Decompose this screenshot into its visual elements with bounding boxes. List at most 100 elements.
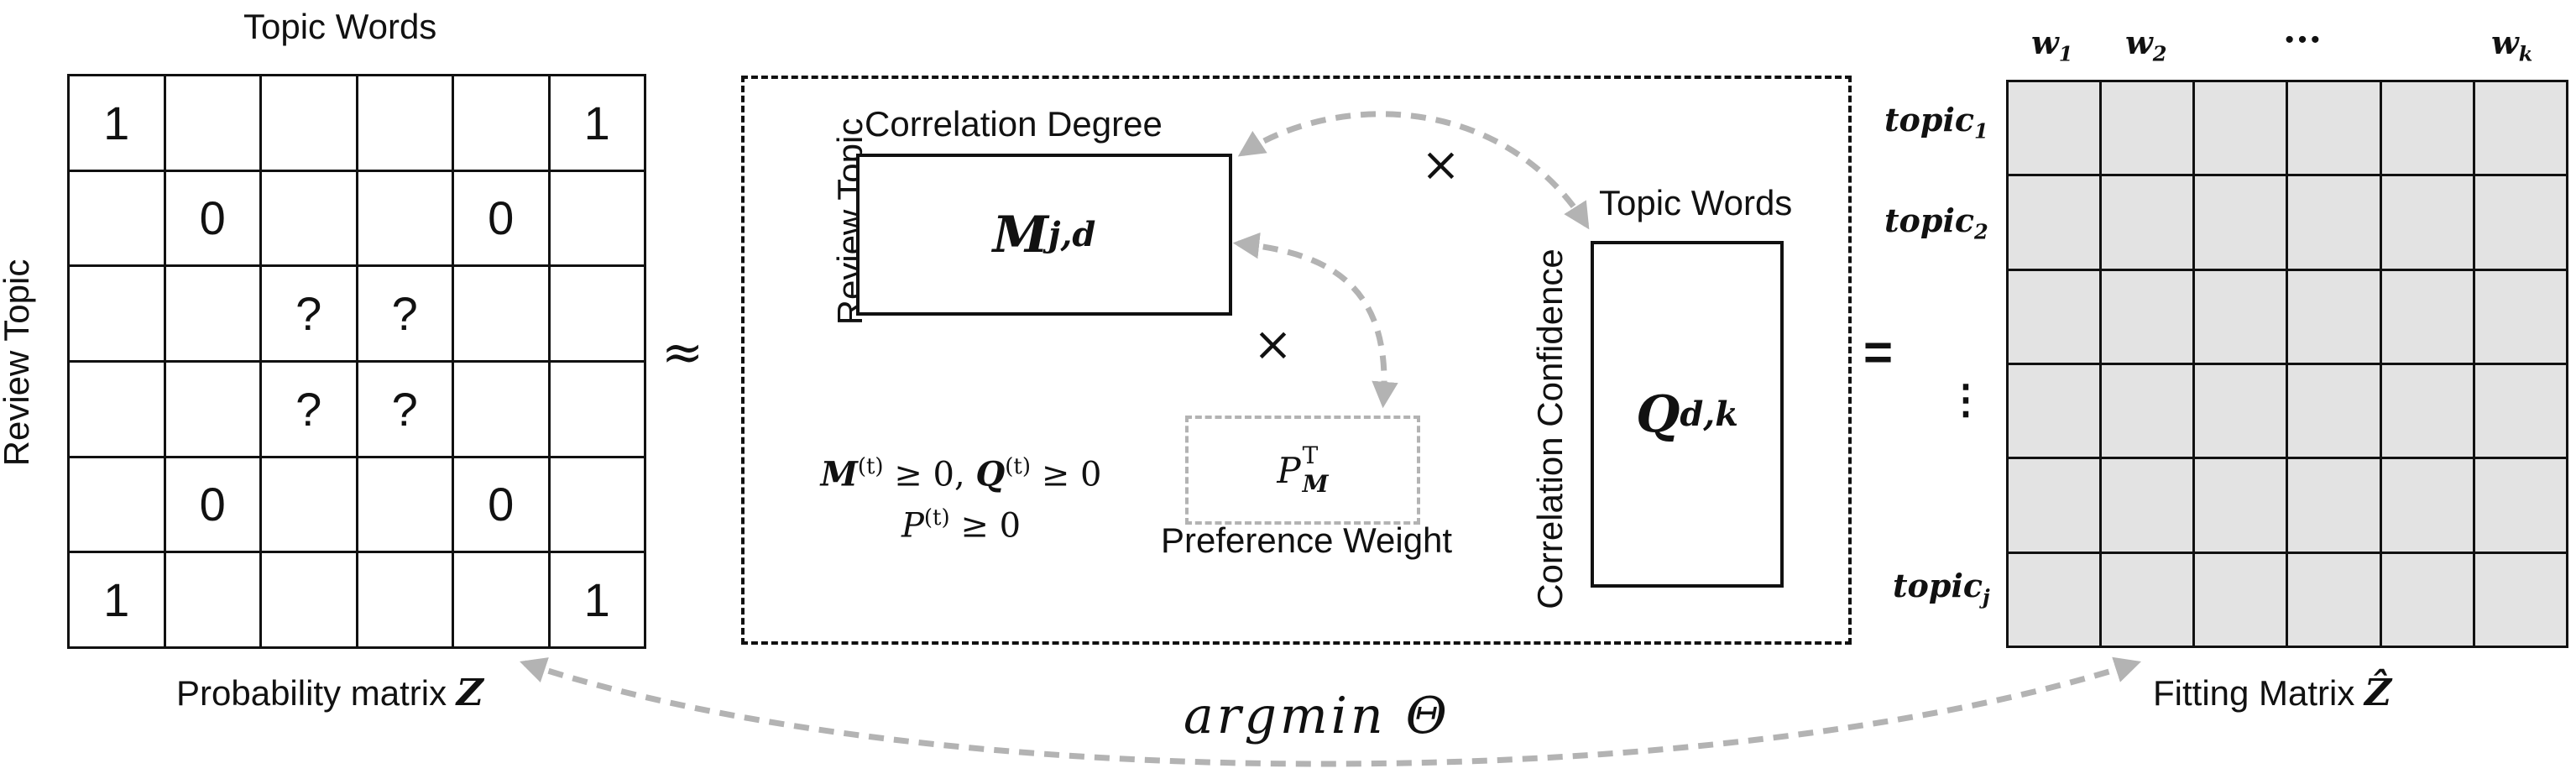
q-symbol: Q: [1636, 384, 1680, 444]
fitting-cell: [2379, 174, 2475, 271]
matrix-cell: 1: [547, 74, 646, 172]
row-header-topicj: topicj: [1893, 567, 1990, 609]
arrow-m-to-q: [1237, 111, 1590, 230]
fitting-cell: [2099, 268, 2196, 365]
approx-symbol: ≈: [661, 323, 704, 382]
matrix-cell: 1: [547, 551, 646, 649]
p-matrix-box: P T M: [1185, 416, 1420, 525]
matrix-cell: [67, 359, 166, 458]
fitting-cell: [2472, 79, 2569, 177]
fitting-row: [2005, 174, 2569, 271]
matrix-cell: [259, 74, 358, 172]
matrix-cell: ?: [355, 359, 454, 458]
fitting-cell: [2005, 551, 2103, 649]
fitting-row: [2005, 362, 2569, 460]
matrix-cell: [355, 455, 454, 554]
fitting-row: [2005, 79, 2569, 177]
fitting-cell: [2005, 457, 2103, 554]
p-box-label: Preference Weight: [1161, 520, 1453, 560]
fitting-cell: [2379, 457, 2475, 554]
arrow-m-to-p: [1232, 232, 1398, 409]
col-header-ellipsis: ···: [2283, 18, 2322, 61]
fitting-row: [2005, 268, 2569, 365]
matrix-cell: [547, 169, 646, 268]
fitting-caption-text: Fitting Matrix: [2153, 673, 2365, 713]
fitting-cell: [2192, 174, 2289, 271]
m-symbol: M: [992, 205, 1049, 264]
fitting-cell: [2192, 362, 2289, 460]
fitting-cell: [2099, 551, 2196, 649]
arrow-z-to-fitted: [520, 656, 2141, 767]
constraints: M(t) ≥ 0, Q(t) ≥ 0 P(t) ≥ 0: [785, 445, 1137, 548]
fitting-row: [2005, 457, 2569, 554]
fitting-cell: [2192, 457, 2289, 554]
fitting-cell: [2286, 362, 2382, 460]
col-header-wk: wk: [2491, 24, 2533, 66]
matrix-cell: [259, 551, 358, 649]
fitting-cell: [2379, 268, 2475, 365]
matrix-cell: [547, 359, 646, 458]
matrix-cell: [452, 264, 551, 363]
matrix-cell: [547, 455, 646, 554]
fitting-cell: [2472, 457, 2569, 554]
matrix-cell: [259, 169, 358, 268]
fitting-cell: [2379, 551, 2475, 649]
fitting-matrix: [2005, 79, 2569, 649]
matrix-cell: ?: [259, 359, 358, 458]
left-matrix-column-label: Topic Words: [243, 7, 437, 46]
matrix-cell: [67, 169, 166, 268]
fitting-cell: [2099, 457, 2196, 554]
fitting-cell: [2379, 79, 2475, 177]
matrix-cell: [259, 455, 358, 554]
matrix-cell: [163, 264, 262, 363]
matrix-cell: [163, 551, 262, 649]
matrix-cell: 0: [163, 455, 262, 554]
fitting-cell: [2286, 79, 2382, 177]
fitting-cell: [2472, 551, 2569, 649]
matrix-cell: [355, 74, 454, 172]
fitting-cell: [2379, 362, 2475, 460]
matrix-cell: ?: [259, 264, 358, 363]
m-box-title: Correlation Degree: [865, 104, 1163, 144]
matrix-cell: 1: [67, 551, 166, 649]
q-box-title: Topic Words: [1599, 183, 1793, 222]
fitting-row: [2005, 551, 2569, 649]
matrix-cell: 0: [452, 169, 551, 268]
row-header-vellipsis: ⋮: [1946, 376, 1986, 423]
fitting-cell: [2005, 362, 2103, 460]
fitting-cell: [2472, 362, 2569, 460]
fitting-cell: [2286, 268, 2382, 365]
probability-matrix-caption: Probability matrix Z: [176, 672, 483, 714]
fitting-cell: [2005, 79, 2103, 177]
fitting-caption-symbol: Ẑ: [2364, 672, 2392, 714]
matrix-cell: [547, 264, 646, 363]
matrix-cell: [355, 169, 454, 268]
matrix-cell: [67, 455, 166, 554]
matrix-row: ??: [67, 264, 646, 363]
fitting-matrix-caption: Fitting Matrix Ẑ: [2153, 672, 2391, 714]
m-subscript: j,d: [1048, 215, 1096, 254]
fitting-cell: [2005, 268, 2103, 365]
matrix-cell: [67, 264, 166, 363]
fitting-cell: [2472, 174, 2569, 271]
constraint-line-2: P(t) ≥ 0: [901, 505, 1022, 546]
objective-label: argmin Θ: [1183, 687, 1450, 745]
caption-text: Probability matrix: [176, 673, 457, 713]
matrix-cell: [163, 359, 262, 458]
fitting-cell: [2099, 79, 2196, 177]
fitting-cell: [2286, 174, 2382, 271]
equals-symbol: =: [1863, 324, 1894, 380]
matrix-cell: ?: [355, 264, 454, 363]
matrix-cell: [355, 551, 454, 649]
fitting-cell: [2192, 79, 2289, 177]
fitting-cell: [2099, 362, 2196, 460]
caption-symbol-z: Z: [456, 672, 483, 714]
fitting-cell: [2192, 551, 2289, 649]
fitting-cell: [2472, 268, 2569, 365]
